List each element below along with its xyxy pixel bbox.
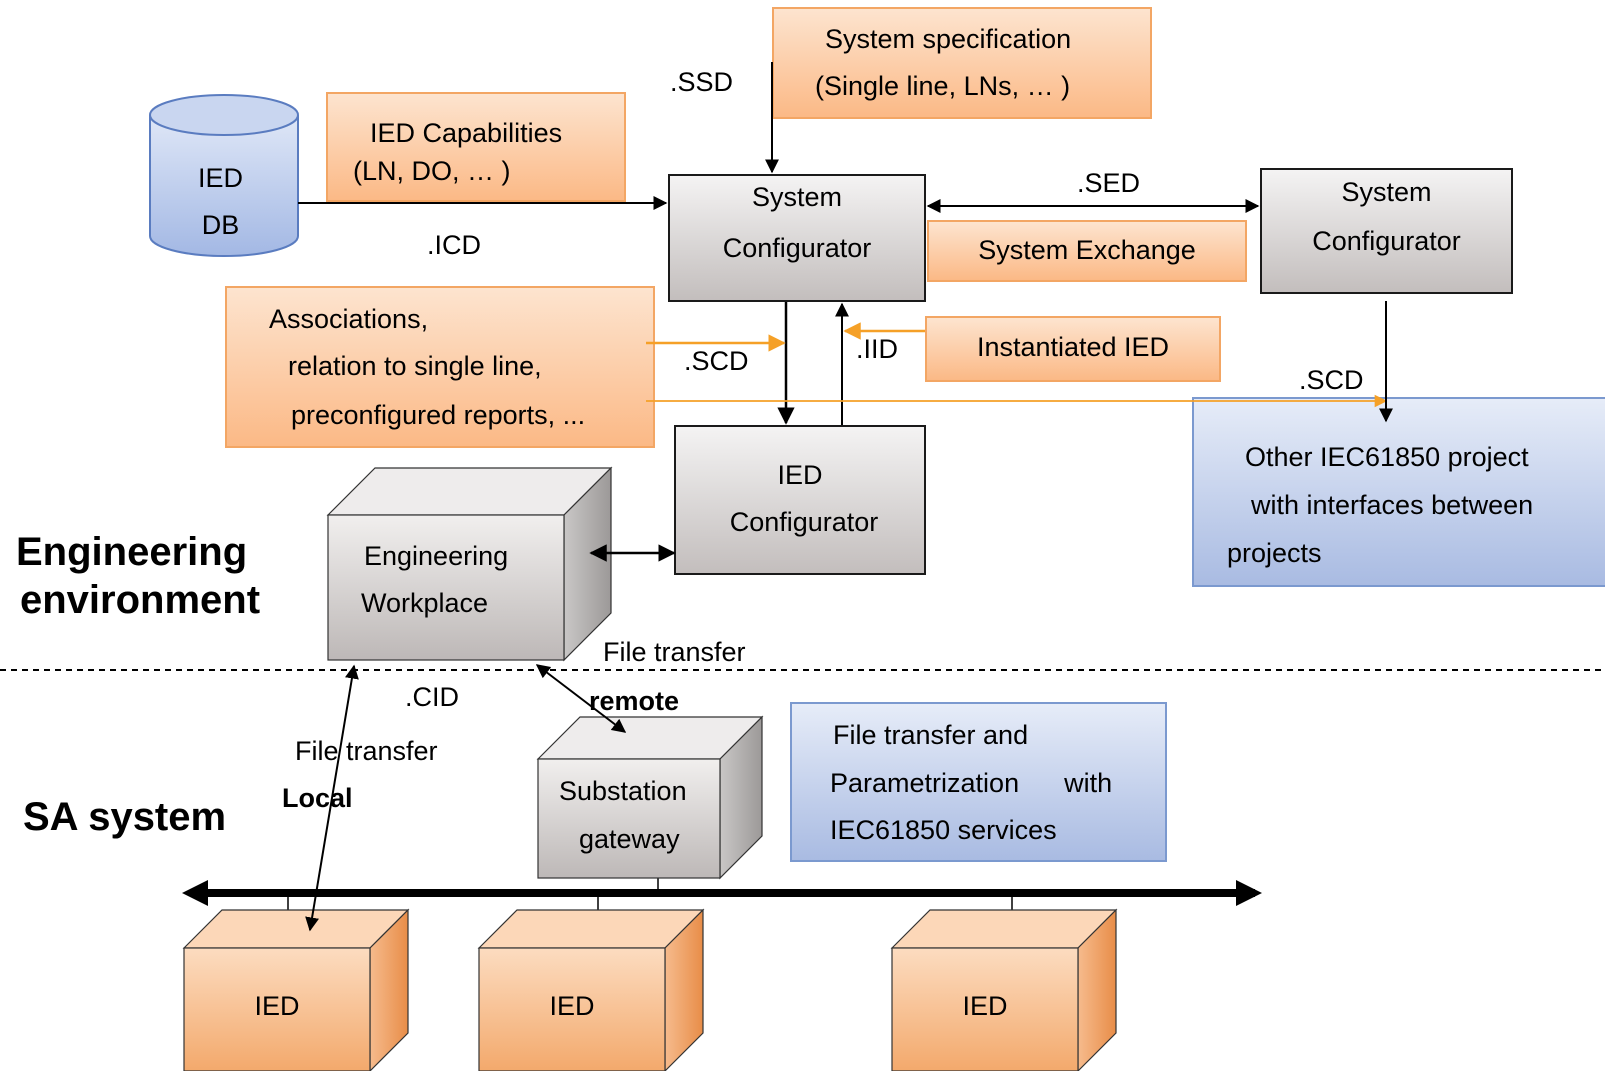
ied-device-2-label: IED — [549, 991, 595, 1021]
engineering-environment-label: Engineering environment — [16, 530, 261, 622]
ssd-label: .SSD — [670, 67, 734, 97]
bus-arrow-right — [1236, 880, 1262, 906]
system-configurator-remote-label-2: Configurator — [1312, 226, 1461, 256]
other-project-line-3: projects — [1227, 538, 1322, 568]
instantiated-ied-box — [925, 316, 1221, 382]
associations-line-2: relation to single line, — [288, 351, 542, 381]
ied-capabilities-box — [326, 92, 626, 202]
system-configurator-main — [668, 174, 926, 302]
system-specification-sub: (Single line, LNs, … ) — [815, 71, 1071, 101]
ied-configurator-label: IED — [777, 460, 823, 490]
substation-gateway-label: Substation — [559, 776, 687, 806]
icd-label: .ICD — [427, 230, 481, 260]
sed-label: .SED — [1077, 168, 1141, 198]
ied-capabilities-sub: (LN, DO, … ) — [353, 156, 511, 186]
file-transfer-local-label: File transfer — [295, 736, 438, 766]
other-project-box — [1192, 397, 1605, 587]
associations-line-3: preconfigured reports, ... — [291, 400, 586, 430]
instantiated-ied-label: Instantiated IED — [976, 332, 1170, 362]
other-project-line-1: Other IEC61850 project — [1245, 442, 1529, 472]
scd-local-label: .SCD — [684, 346, 749, 376]
file-transfer-services-line-3: IEC61850 services — [830, 815, 1057, 845]
remote-label: remote — [589, 686, 680, 716]
local-label: Local — [282, 783, 353, 813]
sa-system-label: SA system — [23, 795, 227, 839]
file-transfer-top-label: File transfer — [603, 637, 746, 667]
system-configurator-main-label-2: Configurator — [722, 233, 872, 263]
associations-box — [225, 286, 655, 448]
iid-label: .IID — [856, 334, 899, 364]
file-transfer-services-box — [790, 702, 1167, 862]
ied-configurator-box — [674, 425, 926, 575]
system-configurator-remote-label: System — [1341, 177, 1432, 207]
system-specification-label: System specification — [825, 24, 1072, 54]
file-transfer-services-line-1: File transfer and — [833, 720, 1029, 750]
engineering-workplace-label: Engineering — [364, 541, 509, 571]
ied-db-label: IED DB — [198, 163, 244, 240]
ied-configurator-label-2: Configurator — [729, 507, 879, 537]
ied-device-3-label: IED — [962, 991, 1008, 1021]
system-exchange-box — [927, 220, 1247, 282]
engineering-workplace-label-2: Workplace — [361, 588, 489, 618]
system-configurator-main-label: System — [751, 182, 843, 212]
cid-label: .CID — [405, 682, 459, 712]
other-project-line-2: with interfaces between — [1251, 490, 1534, 520]
ied-device-1-label: IED — [254, 991, 300, 1021]
system-exchange-label: System Exchange — [978, 235, 1196, 265]
system-configurator-remote — [1260, 168, 1513, 294]
bus-arrow-left — [182, 880, 208, 906]
system-specification-box — [772, 7, 1152, 119]
substation-gateway-label-2: gateway — [579, 824, 680, 854]
ied-capabilities-label: IED Capabilities — [370, 118, 563, 148]
file-transfer-services-line-2: Parametrization with — [830, 768, 1113, 798]
associations-line-1: Associations, — [269, 304, 429, 334]
scd-remote-label: .SCD — [1299, 365, 1364, 395]
